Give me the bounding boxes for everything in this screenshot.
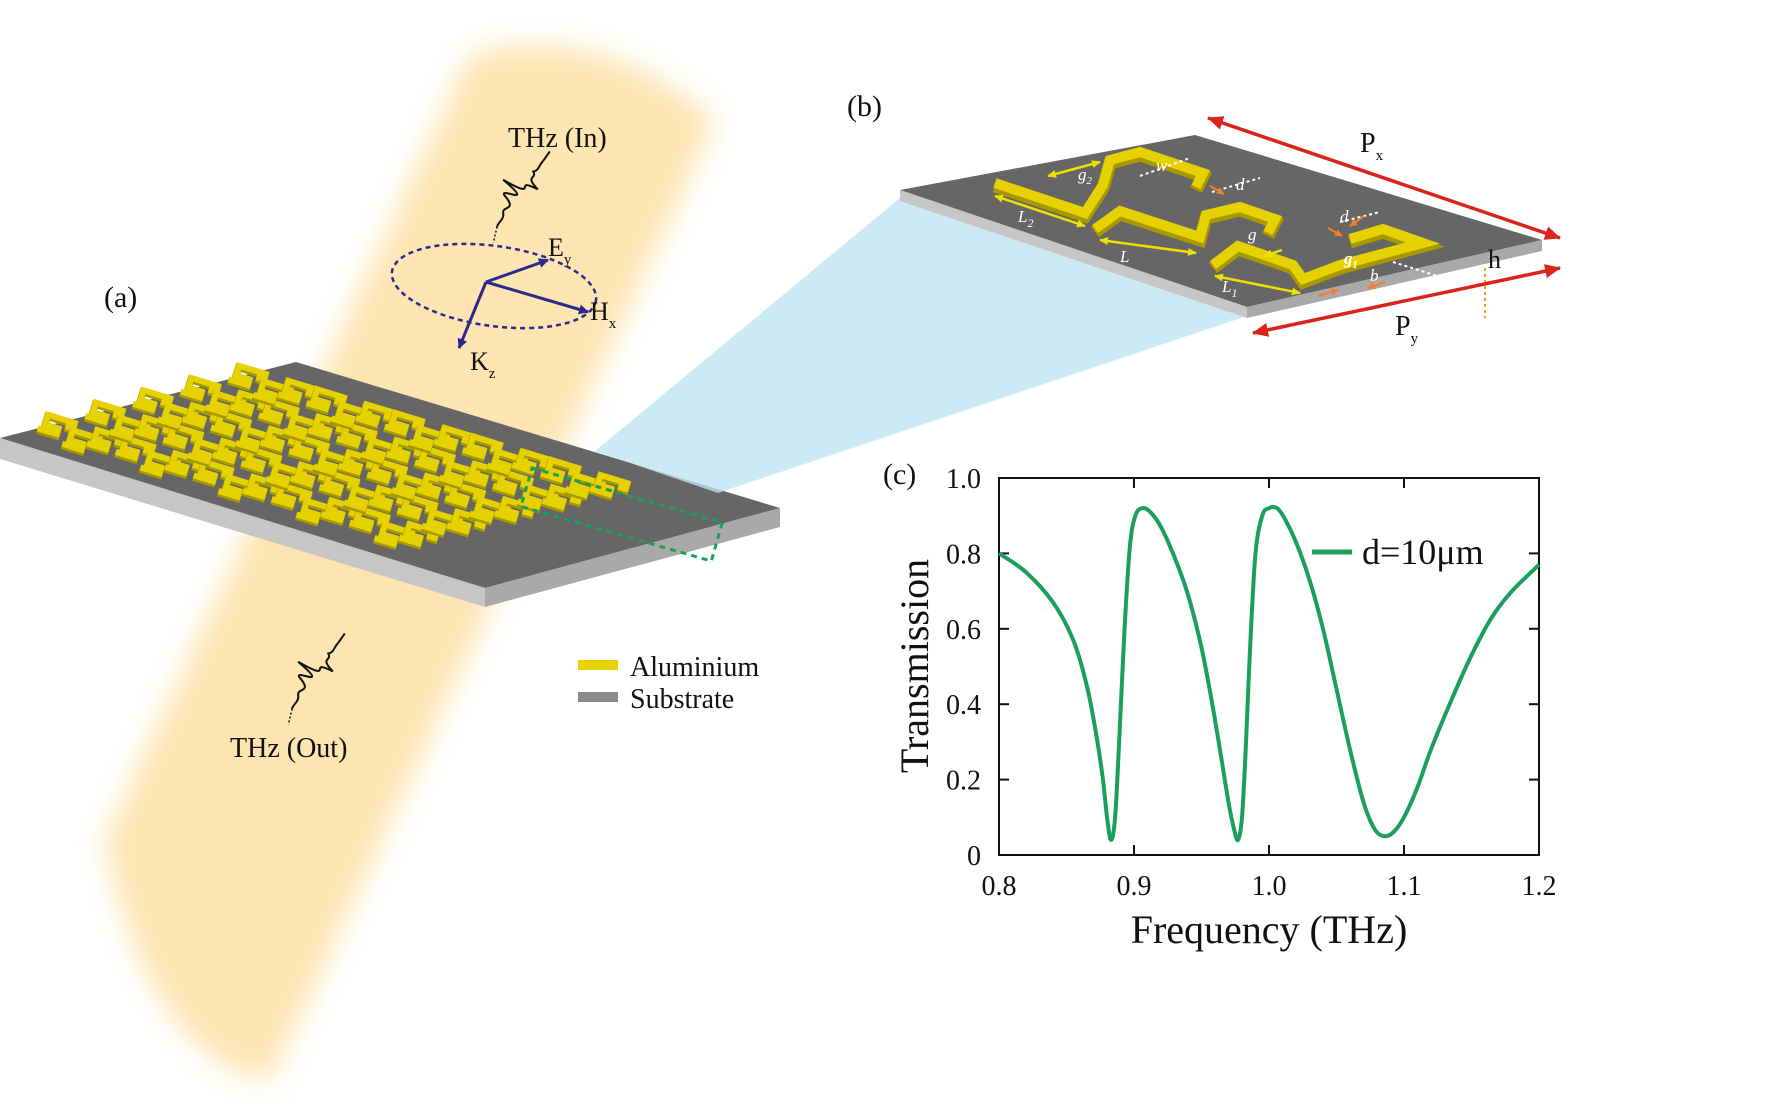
h-field-vector: [485, 280, 589, 315]
dim-label-g1: g1: [1343, 249, 1358, 271]
period-x-arrow: [1207, 116, 1561, 240]
k-vector: [457, 281, 488, 349]
polarization-diagram: [390, 242, 598, 349]
y-tick-label: 0.8: [946, 539, 981, 570]
aluminium-swatch: [578, 660, 618, 670]
x-axis-label: Frequency (THz): [1131, 907, 1408, 952]
legend-label: d=10μm: [1362, 532, 1484, 572]
e-field-vector: [485, 258, 549, 284]
material-legend: Aluminium Substrate: [578, 652, 759, 715]
thz-in-label: THz (In): [508, 123, 607, 154]
e-field-label: Ey: [548, 233, 572, 268]
x-tick-label: 1.0: [1252, 871, 1287, 902]
dim-label-L2: L2: [1017, 207, 1033, 230]
x-tick-label: 1.2: [1522, 871, 1557, 902]
x-tick-label: 0.8: [982, 871, 1017, 902]
outgoing-wave-icon: [287, 632, 346, 725]
dim-label-b: b: [1370, 266, 1379, 285]
transmission-chart: 0 0.2 0.4 0.6 0.8 1.0 0.8 0.9 1.0 1.1 1.2 Frequen…: [892, 464, 1557, 952]
series-line: [997, 504, 1541, 843]
panel-label-a: (a): [104, 281, 137, 314]
thickness-label: h: [1488, 245, 1501, 274]
x-tick-label: 0.9: [1117, 871, 1152, 902]
zoom-projection: [595, 198, 1250, 493]
thz-out-label: THz (Out): [230, 733, 347, 764]
dim-label-L1: L1: [1221, 277, 1237, 300]
y-tick-label: 0: [967, 841, 981, 872]
y-tick-label: 0.2: [946, 766, 981, 797]
panel-label-c: (c): [883, 458, 916, 491]
y-tick-label: 0.6: [946, 615, 981, 646]
dim-label-d: d: [1236, 175, 1245, 194]
substrate-label: Substrate: [630, 684, 734, 715]
dim-label-L: L: [1119, 247, 1129, 266]
aluminium-label: Aluminium: [630, 652, 759, 683]
period-y-arrow: [1252, 264, 1561, 337]
incoming-wave-icon: [492, 150, 551, 243]
h-field-label: Hx: [590, 297, 617, 332]
substrate-swatch: [578, 692, 618, 702]
dim-label-w: w: [1156, 156, 1168, 175]
unit-cell-highlight: [519, 466, 725, 563]
dim-label-g2: g2: [1078, 165, 1093, 187]
y-axis: 0 0.2 0.4 0.6 0.8 1.0: [946, 464, 1539, 872]
dim-label-d2: d: [1340, 207, 1349, 226]
period-x-label: Px: [1360, 128, 1384, 164]
y-axis-label: Transmission: [892, 559, 937, 773]
panel-label-b: (b): [847, 90, 882, 123]
dim-label-g: g: [1248, 225, 1257, 244]
y-tick-label: 1.0: [946, 464, 981, 495]
k-vector-label: Kz: [470, 347, 496, 382]
x-tick-label: 1.1: [1387, 871, 1422, 902]
period-y-label: Py: [1395, 311, 1419, 347]
x-axis: 0.8 0.9 1.0 1.1 1.2: [982, 478, 1557, 902]
y-tick-label: 0.4: [946, 690, 981, 721]
